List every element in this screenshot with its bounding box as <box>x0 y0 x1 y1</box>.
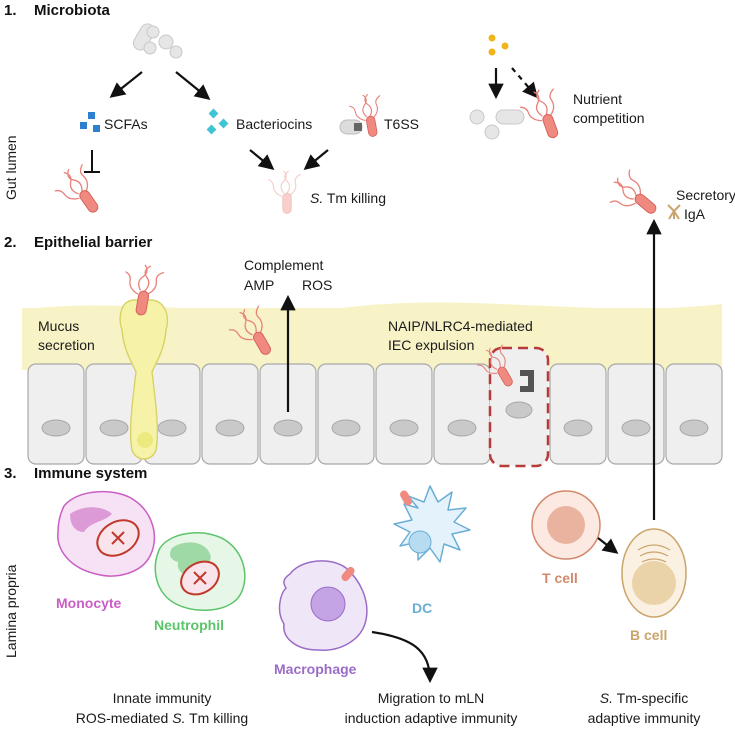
section-1-title: Microbiota <box>34 2 110 19</box>
innate-caption-line2: ROS-mediated S. Tm killing <box>76 710 248 726</box>
section-3-number: 3. <box>4 465 17 482</box>
scfa-icon <box>80 112 100 132</box>
monocyte-label: Monocyte <box>56 595 122 611</box>
epithelial-cell <box>665 363 723 465</box>
t6ss-icon <box>339 91 388 141</box>
nutrient-label-line2: competition <box>573 110 645 126</box>
migration-caption-line1: Migration to mLN <box>378 690 485 706</box>
secretory-label-line2: IgA <box>684 206 706 222</box>
expelled-iec <box>488 346 550 468</box>
epithelial-cell <box>433 363 491 465</box>
macrophage-label: Macrophage <box>274 661 357 677</box>
dc-label: DC <box>412 600 432 616</box>
epithelial-cell <box>549 363 607 465</box>
secretory-label-line1: Secretory <box>676 187 735 203</box>
mucus-label-line1: Mucus <box>38 318 79 334</box>
epithelial-nucleus <box>41 419 71 437</box>
bacteriocins-label: Bacteriocins <box>236 116 312 132</box>
epithelial-cell <box>375 363 433 465</box>
complement-label: Complement <box>244 257 323 273</box>
goblet-cell <box>119 299 169 460</box>
killing-label: S. Tm killing <box>310 190 386 206</box>
naip-label-line1: NAIP/NLRC4-mediated <box>388 318 533 334</box>
mucus-label-line2: secretion <box>38 337 95 353</box>
scfas-label: SCFAs <box>104 116 148 132</box>
salmonella-icon-inhibited <box>48 160 110 225</box>
tcell-label: T cell <box>542 570 578 586</box>
epithelial-nucleus <box>679 419 709 437</box>
specific-caption-line1: S. Tm-specific <box>600 690 688 706</box>
t6ss-label: T6SS <box>384 116 419 132</box>
b-cell <box>621 528 687 618</box>
epithelial-nucleus <box>157 419 187 437</box>
dendritic-cell <box>393 485 471 563</box>
amp-label: AMP <box>244 277 274 293</box>
monocyte-cell <box>57 490 156 577</box>
epithelial-nucleus <box>389 419 419 437</box>
innate-caption-line1: Innate immunity <box>113 690 212 706</box>
bcell-label: B cell <box>630 627 667 643</box>
macrophage-cell <box>278 560 368 651</box>
bacteriocin-icon <box>206 108 229 135</box>
section-2-title: Epithelial barrier <box>34 234 153 251</box>
epithelial-nucleus <box>99 419 129 437</box>
neutrophil-label: Neutrophil <box>154 617 224 633</box>
ros-label: ROS <box>302 277 332 293</box>
salmonella-icon-iga <box>601 166 666 229</box>
epithelial-nucleus <box>563 419 593 437</box>
section-2-number: 2. <box>4 234 17 251</box>
epithelial-nucleus <box>447 419 477 437</box>
nutrient-icon <box>488 34 509 56</box>
epithelial-cell <box>317 363 375 465</box>
epithelial-cell <box>201 363 259 465</box>
migration-caption-line2: induction adaptive immunity <box>345 710 518 726</box>
epithelial-cells <box>27 363 723 465</box>
salmonella-icon-killed <box>268 171 300 214</box>
t-cell <box>531 490 601 560</box>
epithelial-nucleus <box>215 419 245 437</box>
epithelial-cell <box>27 363 85 465</box>
nutrient-label-line1: Nutrient <box>573 91 622 107</box>
side-label-gut-lumen: Gut lumen <box>3 135 19 200</box>
iga-antibody-icon <box>667 204 681 220</box>
epithelial-nucleus <box>621 419 651 437</box>
naip-label-line2: IEC expulsion <box>388 337 474 353</box>
side-label-lamina-propria: Lamina propria <box>3 564 19 658</box>
section-1-number: 1. <box>4 2 17 19</box>
epithelial-nucleus <box>331 419 361 437</box>
epithelial-cell <box>607 363 665 465</box>
specific-caption-line2: adaptive immunity <box>588 710 701 726</box>
section-3-title: Immune system <box>34 465 147 482</box>
salmonella-icon-nutrient <box>515 84 571 146</box>
commensal-cluster-right <box>469 109 525 140</box>
neutrophil-cell <box>154 532 246 611</box>
epithelial-nucleus <box>273 419 303 437</box>
migration-arrow <box>371 630 438 684</box>
commensal-cluster-left <box>133 23 183 59</box>
